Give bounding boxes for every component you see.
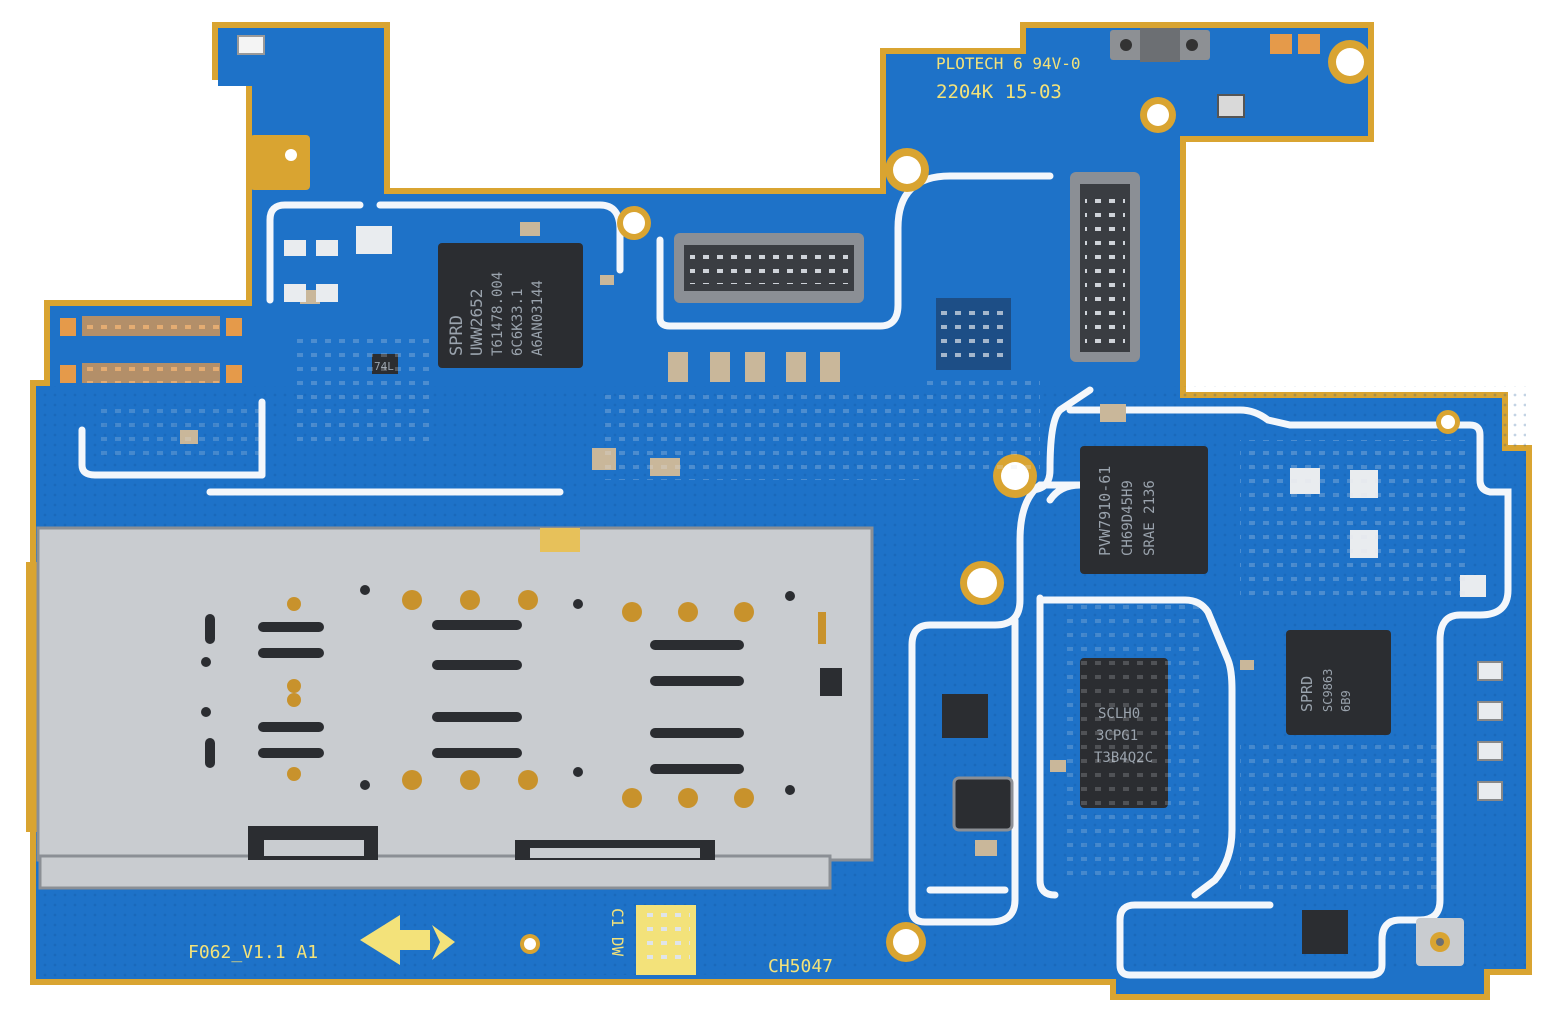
small-chip-left (942, 694, 988, 738)
sim-gold-contacts (287, 590, 826, 808)
hole-mid (960, 561, 1004, 605)
silk-code: CH5047 (768, 956, 833, 977)
antenna-pads (1270, 34, 1320, 54)
chip-sprd-top-line4: 6C6K33.1 (510, 289, 526, 356)
chip-pmic-line1: PVW7910-61 (1096, 466, 1114, 556)
rf-connector (1416, 918, 1464, 966)
arrow-logo (360, 915, 455, 965)
chip-pmic: PVW7910-61 CH69D45H9 SRAE 2136 (1080, 446, 1208, 574)
chip-sprd-right-line2: SC9863 (1321, 669, 1335, 712)
board-to-board-connector-horizontal (674, 233, 864, 303)
hole-bottom (886, 922, 926, 962)
sim-contact-springs (201, 614, 744, 774)
hole-top-center (885, 148, 929, 192)
small-chip-bottom (1302, 910, 1348, 954)
data-matrix-code (636, 905, 696, 975)
flex-connector-pads (60, 316, 242, 383)
isolation-channels (78, 172, 1512, 979)
chip-sprd-top-line3: T61478.004 (490, 272, 506, 356)
chip-sprd-right-line1: SPRD (1298, 676, 1316, 712)
sim-tab (540, 528, 580, 552)
hole-topleft (1140, 97, 1176, 133)
led-component (237, 35, 265, 55)
switch-component (1110, 28, 1210, 62)
sensor-component (1217, 94, 1245, 118)
hole-top-right (1328, 40, 1372, 84)
chip-sprd-top-line5: A6AN03144 (530, 280, 546, 356)
chip-pmic-line3: SRAE 2136 (1142, 480, 1158, 556)
sim-tray (26, 526, 874, 890)
test-pads (1477, 661, 1503, 801)
silk-side-label: C1 DW (608, 908, 627, 957)
board-to-board-connector-vertical (1070, 172, 1140, 362)
chip-sprd-top: SPRD UWW2652 T61478.004 6C6K33.1 A6AN031… (438, 243, 583, 368)
smd-fields (100, 330, 1470, 890)
gold-pad (250, 135, 310, 190)
chip-pmic-line2: CH69D45H9 (1120, 480, 1136, 556)
chip-sprd-top-line1: SPRD (447, 315, 467, 356)
chip-sprd-top-line2: UWW2652 (467, 289, 486, 356)
inductor (952, 776, 1014, 832)
hole-right (1436, 410, 1460, 434)
chip-sprd-right-line3: 6B9 (1339, 690, 1353, 712)
chip-sprd-right: SPRD SC9863 6B9 (1286, 630, 1391, 735)
sim-holes (360, 585, 795, 795)
hole-bottom-left (520, 934, 540, 954)
silk-manufacturer: PLOTECH 6 94V-0 (936, 54, 1081, 73)
silk-date-code: 2204K 15-03 (936, 81, 1062, 103)
hole-top-conn (617, 206, 651, 240)
silk-board-version: F062_V1.1 A1 (188, 942, 318, 963)
